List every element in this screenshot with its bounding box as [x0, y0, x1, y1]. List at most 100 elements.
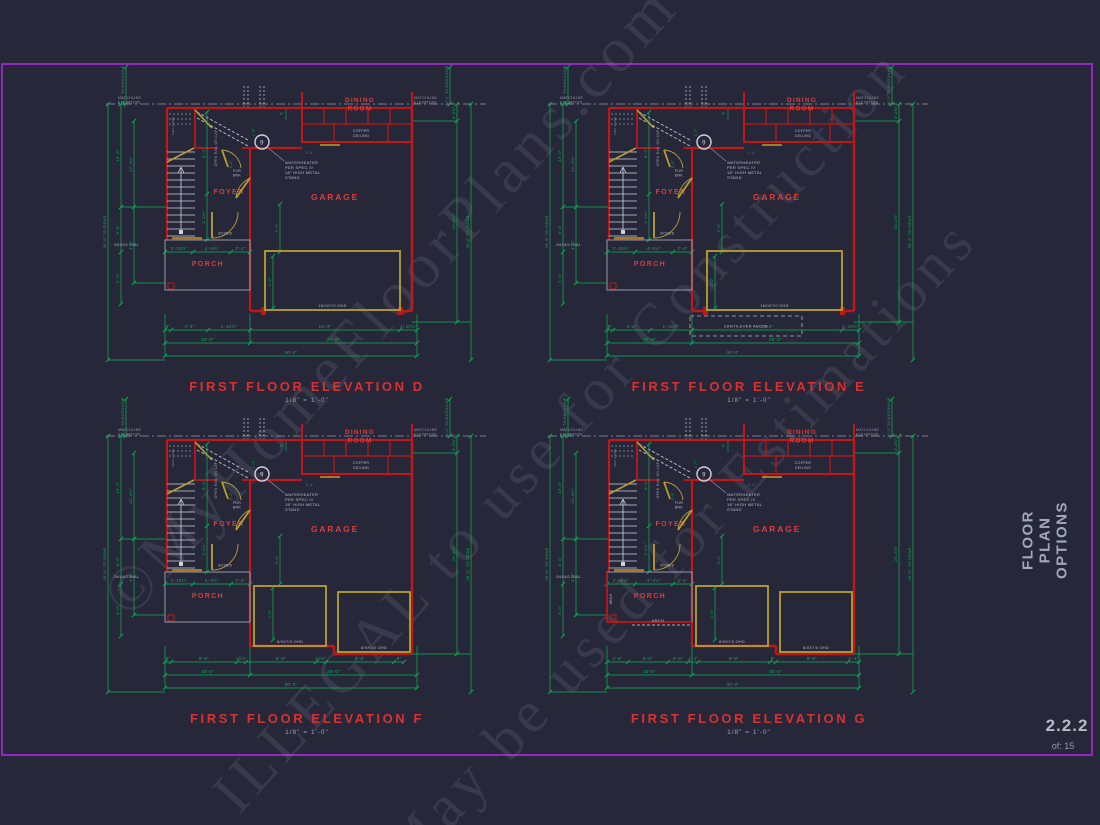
- sheet-of-count: of: 15: [1051, 741, 1075, 751]
- plan-scale: 1/8" = 1'-0": [285, 729, 329, 736]
- dim-label: 12'-4½": [128, 488, 133, 504]
- dim-label: 30'-0": [285, 682, 298, 687]
- dim-label: 8": [397, 656, 402, 661]
- dim-label: 40'-0" TO MATCHLINE: [563, 65, 567, 106]
- matchline-label: ELEVATION: [856, 101, 878, 105]
- matchline-label: ELEVATION: [560, 101, 582, 105]
- room-label-foyer: FOYER: [655, 189, 686, 196]
- coffer-label: COFFER: [795, 129, 812, 133]
- dim-label: 35'-0" TO REAR: [465, 215, 470, 248]
- dim-label: 8": [608, 324, 613, 329]
- dim-label: 20'-0": [327, 669, 340, 674]
- sheet-title-vertical: FLOOR PLAN OPTIONS: [1020, 501, 1071, 579]
- dim-label: 12'-4½": [128, 156, 133, 172]
- room-label-dining: ROOM: [347, 106, 372, 113]
- room-label-garage: GARAGE: [311, 192, 359, 202]
- dim-label: 6'-0": [115, 556, 120, 566]
- cantilever-label: CANTILEVER ABOVE: [724, 324, 769, 329]
- dim-label: 4'-0": [128, 240, 133, 250]
- water-heater-note: WATERHEATER: [285, 492, 318, 497]
- dim-label: 40'-0" TO MATCHLINE: [887, 397, 891, 438]
- fur-brk-label: BRK: [675, 174, 684, 178]
- matchline-label: ELEVATION: [118, 433, 140, 437]
- dim-label: 4'-0⅝": [451, 106, 456, 119]
- open-rail-label: OPEN RAIL ON CAP: [656, 129, 660, 166]
- dim-label: 12'-4½": [570, 156, 575, 172]
- floor-plan-elevation-f: MATCHLINEELEVATIONMATCHLINEELEVATION40'-…: [102, 396, 486, 736]
- dim-label: 20'-0": [327, 337, 340, 342]
- water-heater-note: WATERHEATER: [727, 160, 760, 165]
- dim-label: 2'-2": [229, 491, 233, 500]
- water-heater-note: PER SPEC /V: [285, 165, 313, 170]
- sheet-title-line: FLOOR PLAN: [1019, 510, 1054, 571]
- fur-brk-label: BRK: [233, 174, 242, 178]
- dim-label: 4'-4": [626, 324, 636, 329]
- plan-scale: 1/8" = 1'-0": [727, 729, 771, 736]
- dim-label: 6": [280, 112, 284, 116]
- plan-scale: 1/8" = 1'-0": [285, 397, 329, 404]
- water-heater-note: WATERHEATER: [727, 492, 760, 497]
- dim-label: 4'-4½": [647, 578, 661, 583]
- matchline-label: MATCHLINE: [856, 96, 880, 100]
- plan-title: FIRST FLOOR ELEVATION F: [190, 711, 424, 726]
- room-label-dining: DINING: [787, 97, 817, 104]
- dim-label: 4'-0": [268, 277, 272, 286]
- dim-label: 20'-4⅝": [893, 213, 898, 229]
- dim-label: 2'-10½": [613, 246, 630, 251]
- room-label-dining: ROOM: [789, 106, 814, 113]
- room-label-foyer: FOYER: [213, 189, 244, 196]
- dim-label: 35'-0" TO REAR: [907, 215, 912, 248]
- fur-brk-label: FUR: [233, 169, 241, 173]
- dim-label: 4'-0": [570, 240, 575, 250]
- plan-title: FIRST FLOOR ELEVATION E: [632, 379, 867, 394]
- plan-scale: 1/8" = 1'-0": [727, 397, 771, 404]
- water-heater-note: STAND: [285, 507, 300, 512]
- dim-label: 4'-0": [710, 277, 714, 286]
- water-heater-note: PER SPEC /V: [727, 165, 755, 170]
- dim-label: 4'-0": [710, 609, 714, 618]
- matchline-label: MATCHLINE: [560, 428, 584, 432]
- dim-label: 30'-0": [727, 682, 740, 687]
- dim-label: 40'-0" TO MATCHLINE: [887, 65, 891, 106]
- matchline-label: MATCHLINE: [118, 428, 142, 432]
- floor-plan-elevation-e: MATCHLINEELEVATIONMATCHLINEELEVATION40'-…: [544, 64, 928, 404]
- dim-label: 5'-0": [557, 273, 562, 283]
- keynote-number: 9: [260, 140, 264, 146]
- dim-label: 35'-0" TO REAR: [102, 215, 107, 248]
- dim-label: 40'-0" TO MATCHLINE: [121, 65, 125, 106]
- dim-label: 1'-7": [694, 459, 698, 468]
- plan-title: FIRST FLOOR ELEVATION D: [189, 379, 425, 394]
- dim-label: 1'-10½": [663, 324, 680, 329]
- dim-label: 40'-0" TO MATCHLINE: [445, 65, 449, 106]
- water-heater-note: WATERHEATER: [285, 160, 318, 165]
- dim-label: 20'-0": [769, 337, 782, 342]
- dim-label: 8'-8": [199, 656, 209, 661]
- coffer-label: CEILING: [353, 466, 369, 470]
- garage-door-label: 16/0X7/0 OHD: [760, 304, 788, 308]
- matchline-label: MATCHLINE: [414, 428, 438, 432]
- water-heater-note: 18" HIGH METAL: [285, 502, 321, 507]
- dim-label: 1'-4": [748, 483, 757, 487]
- dim-label: 4'-4½": [205, 246, 219, 251]
- oval-window-label: 2/6X4/0 OVAL: [114, 575, 139, 579]
- dim-label: 16'-0": [557, 481, 562, 493]
- dim-label: 10'-0": [201, 337, 214, 342]
- dim-label: 5'-0": [557, 605, 562, 615]
- dim-label: 1'-7": [252, 127, 256, 136]
- dim-label: 4'-4": [184, 324, 194, 329]
- water-heater-note: 18" HIGH METAL: [727, 502, 763, 507]
- dim-label: 5'-0": [717, 223, 721, 232]
- room-label-porch: PORCH: [192, 261, 224, 268]
- matchline-label: ELEVATION: [414, 433, 436, 437]
- coffer-label: CEILING: [795, 466, 811, 470]
- dim-label: 16'-0": [115, 481, 120, 493]
- closet-label: SHLF & ROD: [171, 117, 175, 136]
- room-label-porch: PORCH: [192, 593, 224, 600]
- room-label-dining: ROOM: [347, 438, 372, 445]
- dim-label: 2'-2": [671, 159, 675, 168]
- open-rail-label: OPEN RAIL ON CAP: [214, 129, 218, 166]
- sheet-title-line: OPTIONS: [1053, 500, 1071, 580]
- dim-label: 2'-2": [671, 491, 675, 500]
- matchline-label: ELEVATION: [856, 433, 878, 437]
- dim-label: 1'-4": [688, 656, 698, 661]
